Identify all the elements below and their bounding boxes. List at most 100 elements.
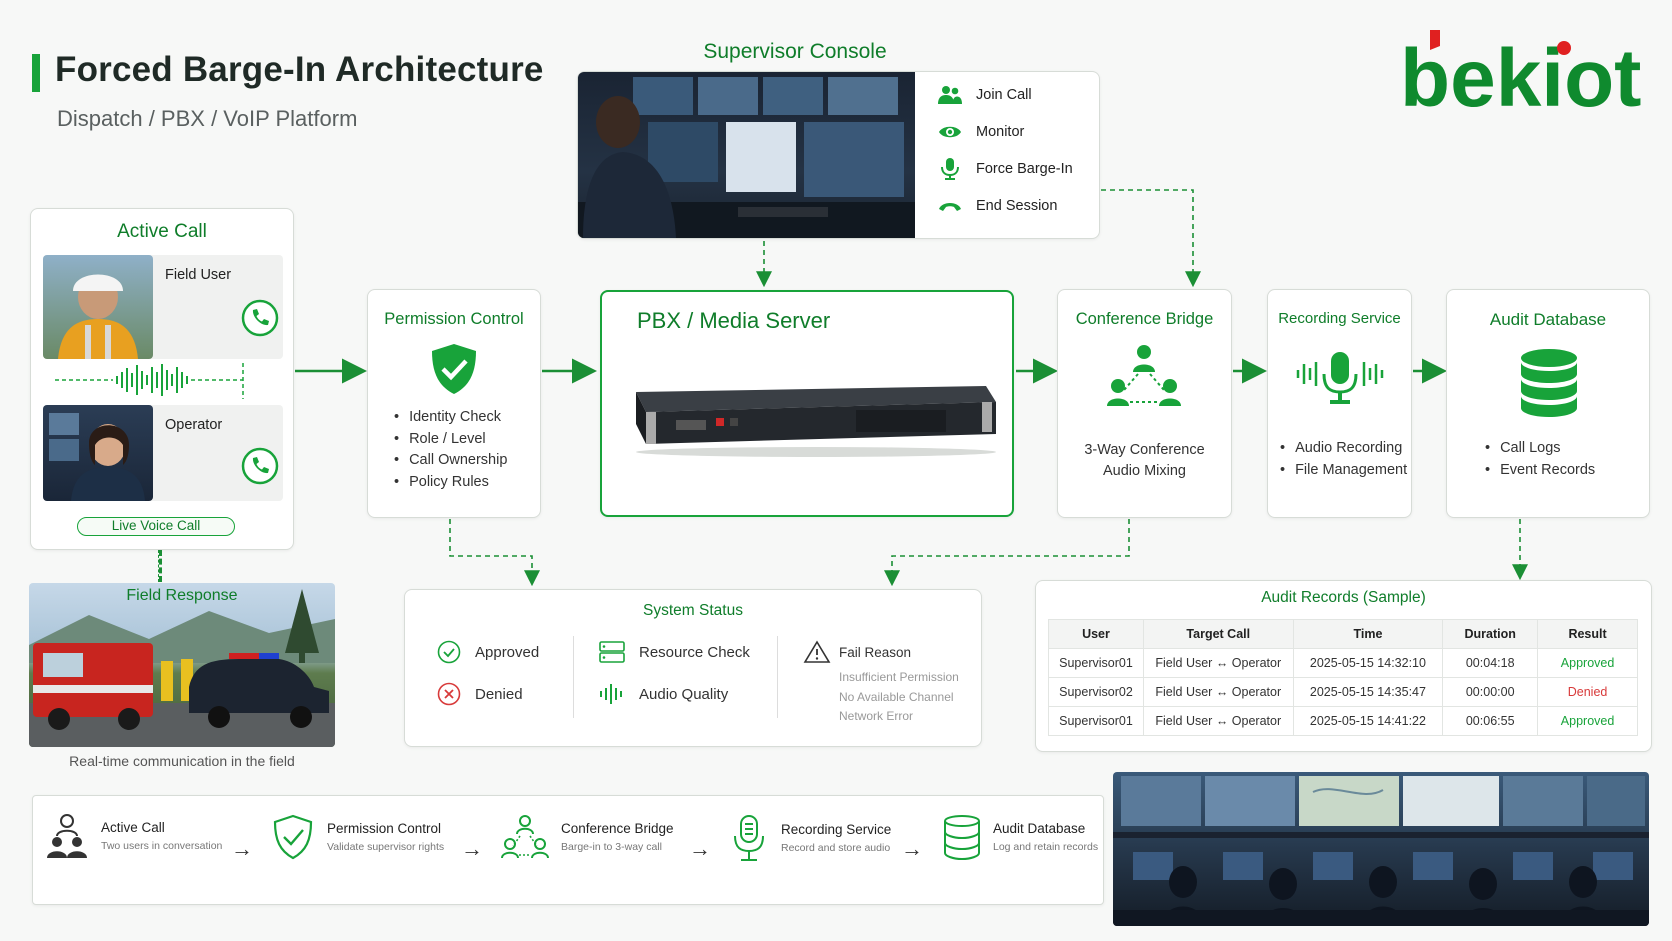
- shield-check-icon: [273, 814, 313, 860]
- page-subtitle: Dispatch / PBX / VoIP Platform: [57, 106, 358, 131]
- recording-service-card: Recording Service Audio Recording File M…: [1267, 289, 1412, 518]
- flow-arrow-icon: →: [901, 836, 923, 861]
- system-status-card: System Status Approved Denied Resource C…: [404, 589, 982, 747]
- server-icon: [599, 641, 625, 663]
- permission-control-card: Permission Control Identity Check Role /…: [367, 289, 541, 518]
- live-voice-call-badge: Live Voice Call: [77, 517, 235, 536]
- conference-line: Audio Mixing: [1102, 463, 1186, 479]
- phone-icon[interactable]: [241, 447, 279, 485]
- field-response-title: Field Response: [126, 587, 238, 604]
- divider: [777, 636, 778, 718]
- table-cell: 00:06:55: [1442, 706, 1539, 736]
- page-title: Forced Barge-In Architecture: [55, 50, 544, 89]
- recording-service-title: Recording Service: [1278, 310, 1401, 327]
- hangup-icon: [939, 203, 961, 211]
- column-header: Duration: [1442, 619, 1539, 649]
- divider: [573, 636, 574, 718]
- table-cell: Field User ↔ Operator: [1142, 648, 1294, 678]
- denied-label: Denied: [475, 685, 523, 703]
- fail-reason-item: Network Error: [839, 709, 914, 723]
- recording-list: Audio Recording File Management: [1280, 438, 1407, 481]
- pbx-title: PBX / Media Server: [637, 308, 831, 333]
- join-call-label: Join Call: [976, 87, 1032, 103]
- phone-icon[interactable]: [241, 299, 279, 337]
- result-cell: Approved: [1537, 706, 1638, 736]
- users-icon: [938, 86, 962, 104]
- field-user-label: Field User: [165, 267, 232, 283]
- permission-item: Call Ownership: [394, 450, 507, 472]
- active-call-card: Active Call Field User Operator Live Voi…: [30, 208, 294, 550]
- flow-step-title: Recording Service: [781, 822, 892, 837]
- permission-item: Identity Check: [394, 407, 507, 429]
- result-cell: Approved: [1537, 648, 1638, 678]
- table-row: Supervisor01 Field User ↔ Operator 2025-…: [1048, 648, 1638, 678]
- fail-reason-item: Insufficient Permission: [839, 670, 959, 684]
- field-response-caption: Real-time communication in the field: [69, 753, 295, 769]
- table-cell: 2025-05-15 14:35:47: [1292, 677, 1444, 707]
- database-icon: [944, 815, 980, 860]
- status-denied: Denied: [437, 682, 523, 706]
- audit-records-card: Audit Records (Sample) User Target Call …: [1035, 580, 1652, 752]
- table-cell: Supervisor01: [1048, 706, 1144, 736]
- status-audio-quality: Audio Quality: [599, 682, 728, 706]
- table-header-row: User Target Call Time Duration Result: [1048, 619, 1638, 649]
- flow-step-title: Audit Database: [993, 821, 1086, 836]
- title-accent-bar: [32, 54, 40, 92]
- force-barge-in-button[interactable]: Force Barge-In: [938, 158, 1073, 180]
- flow-arrow-icon: →: [461, 836, 483, 861]
- operator-photo: [43, 405, 153, 501]
- audit-db-list: Call Logs Event Records: [1485, 438, 1595, 481]
- flow-step-sub: Log and retain records: [993, 841, 1099, 853]
- table-cell: Supervisor01: [1048, 648, 1144, 678]
- active-call-title: Active Call: [117, 221, 207, 242]
- fail-reason-block: Fail Reason Insufficient Permission No A…: [803, 640, 959, 727]
- audio-wave-icon: [600, 684, 622, 704]
- supervisor-console-card: Join Call Monitor Force Barge-In End Ses…: [577, 71, 1100, 239]
- flow-arrow-icon: →: [689, 836, 711, 861]
- shield-check-icon: [432, 344, 476, 394]
- flow-step-sub: Record and store audio: [781, 842, 891, 854]
- flow-step-title: Conference Bridge: [561, 821, 674, 836]
- join-call-button[interactable]: Join Call: [938, 84, 1032, 106]
- end-session-button[interactable]: End Session: [938, 195, 1057, 217]
- conference-bridge-title: Conference Bridge: [1075, 310, 1214, 328]
- operator-label: Operator: [165, 417, 223, 433]
- microphone-icon: [1296, 352, 1384, 404]
- field-response-photo: [29, 583, 335, 747]
- monitor-button[interactable]: Monitor: [938, 121, 1024, 143]
- microphone-icon: [941, 158, 959, 180]
- conference-bridge-card: Conference Bridge 3-Way Conference Audio…: [1057, 289, 1232, 518]
- audit-db-item: Call Logs: [1485, 438, 1595, 460]
- table-cell: 00:04:18: [1442, 648, 1539, 678]
- audio-quality-label: Audio Quality: [639, 685, 729, 703]
- end-session-label: End Session: [976, 198, 1058, 214]
- flow-step-sub: Validate supervisor rights: [327, 841, 445, 853]
- force-barge-in-label: Force Barge-In: [976, 161, 1073, 177]
- audit-records-table: User Target Call Time Duration Result Su…: [1048, 619, 1638, 736]
- conference-line: 3-Way Conference: [1084, 442, 1205, 458]
- audit-db-item: Event Records: [1485, 460, 1595, 482]
- supervisor-console-title: Supervisor Console: [703, 40, 887, 63]
- table-cell: Field User ↔ Operator: [1142, 706, 1294, 736]
- audit-database-card: Audit Database Call Logs Event Records: [1446, 289, 1650, 518]
- microphone-icon: [734, 815, 764, 861]
- table-cell: 2025-05-15 14:41:22: [1292, 706, 1444, 736]
- check-circle-icon: [437, 640, 461, 664]
- table-cell: 2025-05-15 14:32:10: [1292, 648, 1444, 678]
- server-hardware-icon: [636, 386, 996, 457]
- recording-item: File Management: [1280, 460, 1407, 482]
- flow-step-title: Permission Control: [327, 821, 442, 836]
- table-cell: Supervisor02: [1048, 677, 1144, 707]
- conference-icon: [1107, 345, 1181, 406]
- recording-item: Audio Recording: [1280, 438, 1407, 460]
- table-row: Supervisor02 Field User ↔ Operator 2025-…: [1048, 677, 1638, 707]
- status-resource-check: Resource Check: [599, 640, 750, 664]
- conference-details: 3-Way Conference Audio Mixing: [1058, 440, 1231, 482]
- table-cell: 00:00:00: [1442, 677, 1539, 707]
- warning-icon: [803, 640, 831, 663]
- eye-icon: [939, 126, 961, 138]
- column-header: Time: [1292, 619, 1444, 649]
